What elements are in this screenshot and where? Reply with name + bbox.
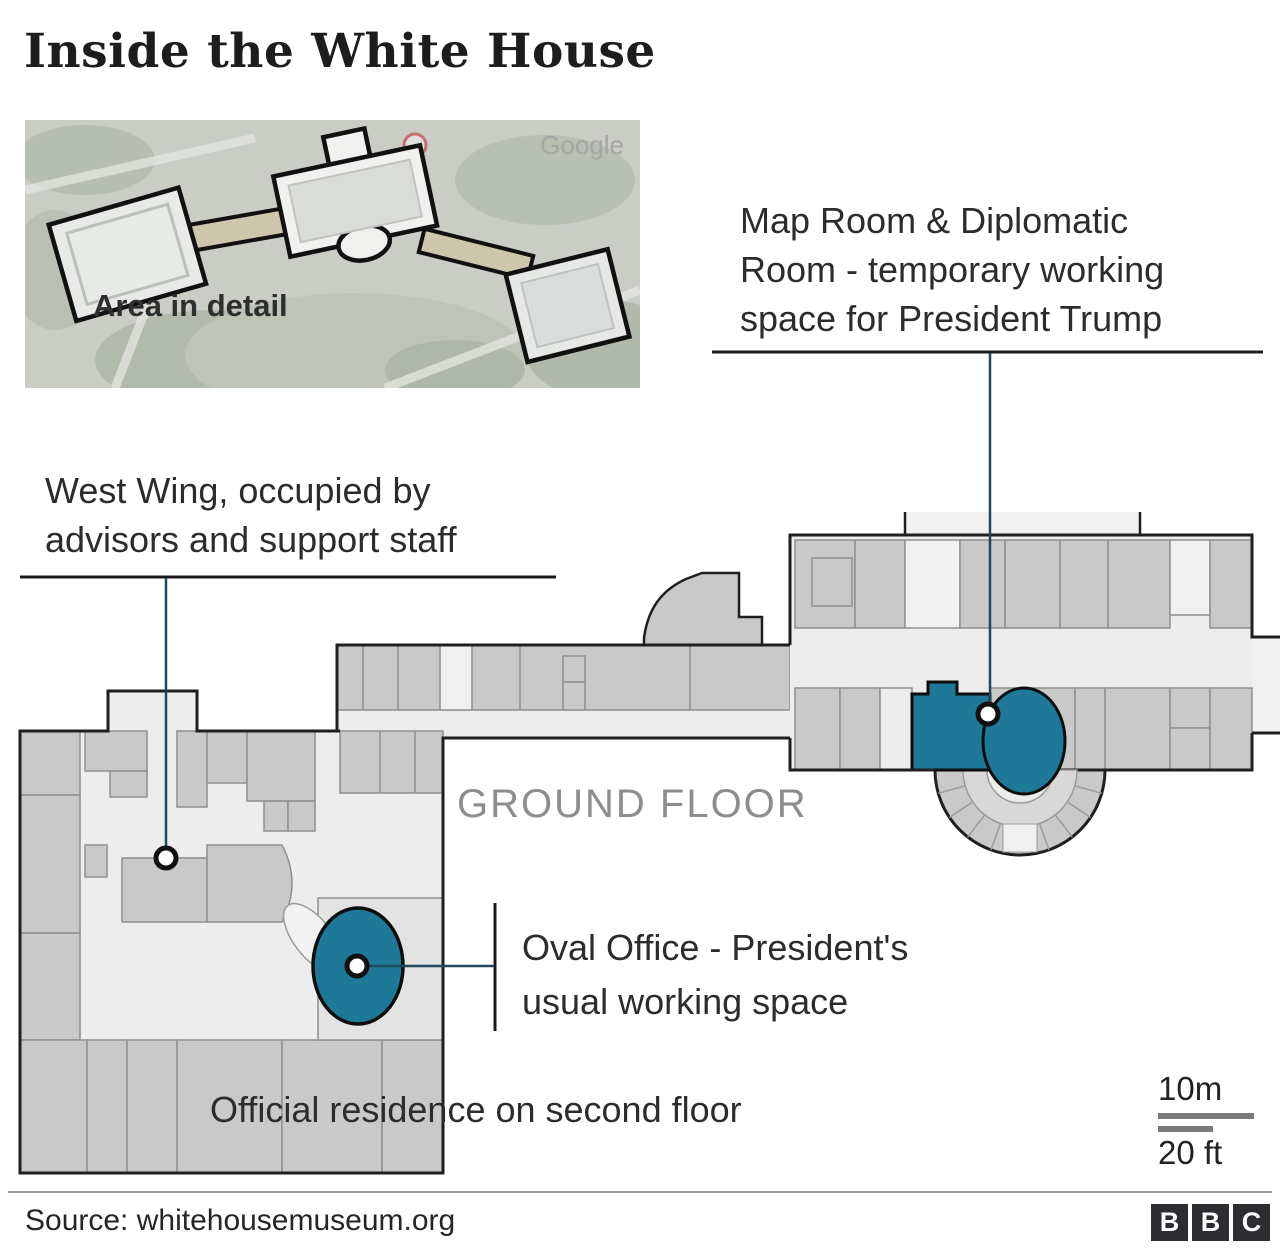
map-room-annotation: Map Room & Diplomatic Room - temporary w… [740, 196, 1164, 343]
press-room-shape [642, 571, 764, 647]
annotation-line: Room - temporary working [740, 249, 1165, 290]
scale-bar-metric [1158, 1113, 1254, 1119]
annotation-line: usual working space [522, 981, 849, 1022]
treasury-building [503, 246, 633, 365]
white-house-building [270, 125, 440, 263]
inset-caption: Area in detail [93, 288, 288, 323]
cabinet-room [206, 844, 293, 923]
floor-label: GROUND FLOOR [457, 782, 808, 826]
oval-office-marker-dot [344, 953, 370, 979]
aerial-photo [25, 120, 640, 388]
footer-divider [8, 1191, 1272, 1193]
map-room-highlight [910, 680, 992, 772]
eeob-building [45, 184, 209, 324]
scale-imperial-label: 20 ft [1158, 1134, 1223, 1171]
residence-plan [788, 512, 1280, 857]
annotation-line: space for President Trump [740, 298, 1163, 339]
oval-office-annotation: Oval Office - President's usual working … [522, 921, 908, 1029]
satellite-inset: Google Area in detail [25, 120, 640, 388]
west-colonnade-plan [335, 571, 791, 738]
annotation-line: West Wing, occupied by [45, 470, 431, 511]
annotation-line: advisors and support staff [45, 519, 457, 560]
west-wing-annotation: West Wing, occupied by advisors and supp… [45, 466, 457, 564]
scale-metric-label: 10m [1158, 1070, 1223, 1107]
annotation-line: Oval Office - President's [522, 927, 909, 968]
residence-note: Official residence on second floor [210, 1089, 742, 1130]
bbc-logo-block: B [1192, 1204, 1229, 1241]
bbc-logo-block: B [1151, 1204, 1188, 1241]
east-colonnade [1252, 637, 1280, 733]
source-credit: Source: whitehousemuseum.org [25, 1204, 456, 1237]
scale-bar-imperial [1158, 1126, 1213, 1132]
bbc-logo-block: C [1233, 1204, 1270, 1241]
annotation-lines [20, 350, 1263, 1031]
map-room-marker-dot [975, 701, 1001, 727]
diplomatic-room-highlight [981, 686, 1067, 796]
west-wing-marker-dot [153, 845, 179, 871]
north-portico [905, 512, 1140, 536]
west-wing-plan [18, 689, 790, 1175]
bbc-logo: B B C [1151, 1204, 1270, 1241]
page-title: Inside the White House [24, 24, 656, 79]
google-watermark: Google [540, 130, 624, 160]
annotation-line: Map Room & Diplomatic [740, 200, 1129, 241]
